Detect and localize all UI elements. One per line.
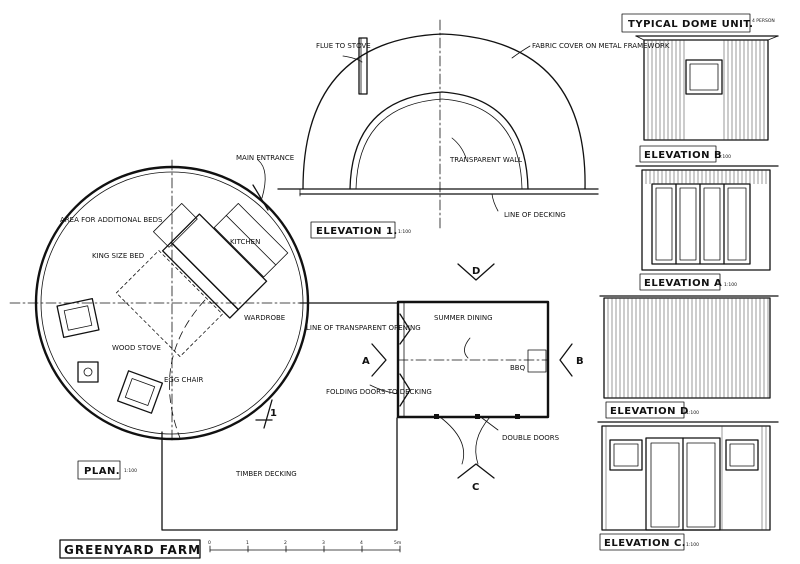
summer-dining-label: SUMMER DINING	[434, 314, 493, 322]
elevation-b-title: ELEVATION B	[644, 150, 722, 161]
elevation-c-scale: 1:100	[686, 542, 699, 548]
section-marker-c-arrow	[457, 463, 495, 479]
scale-bar	[209, 545, 401, 553]
section-marker-a: A	[362, 356, 370, 367]
elevation-a-title-box	[639, 273, 721, 291]
section-marker-d: D	[472, 266, 481, 277]
section-marker-b: B	[576, 356, 584, 367]
flue-label: FLUE TO STOVE	[316, 42, 371, 50]
section-marker-b-arrow	[559, 343, 573, 377]
elevation-b-drawing	[635, 35, 779, 141]
elevation-1-title: ELEVATION 1.	[316, 226, 398, 237]
section-marker-1: 1	[270, 408, 277, 419]
elevation-c-title-box	[599, 533, 685, 551]
typical-dome-title-box	[621, 13, 751, 33]
section-marker-d-arrow	[457, 263, 495, 281]
elevation-b-title-box	[639, 145, 717, 163]
summer-dining-plan	[369, 300, 550, 465]
scale-tick-5: 5m	[394, 540, 401, 546]
king-bed-label: KING SIZE BED	[92, 252, 144, 260]
transparent-wall-label: TRANSPARENT WALL	[449, 156, 522, 164]
wood-stove-label: WOOD STOVE	[112, 344, 161, 352]
additional-beds-label: AREA FOR ADDITIONAL BEDS	[60, 216, 163, 224]
persons-label: 4 PERSON	[752, 18, 775, 24]
transparent-opening-label: LINE OF TRANSPARENT OPENING	[306, 324, 421, 332]
bbq-label: BBQ	[510, 364, 526, 372]
kitchen-label: KITCHEN	[230, 238, 260, 246]
double-doors-label: DOUBLE DOORS	[502, 434, 560, 442]
elevation-1-drawing	[277, 19, 599, 231]
wardrobe-label: WARDROBE	[244, 314, 285, 322]
elevation-d-drawing	[599, 295, 779, 399]
main-entrance-label: MAIN ENTRANCE	[236, 154, 294, 162]
elevation-a-drawing	[635, 165, 779, 271]
elevation-a-scale: 1:100	[724, 282, 737, 288]
folding-doors-label: FOLDING DOORS TO DECKING	[326, 388, 432, 396]
decking-line-label: LINE OF DECKING	[504, 211, 566, 219]
scale-tick-3: 3	[322, 540, 325, 546]
plan-title: PLAN.	[84, 466, 120, 477]
plan-drawing	[9, 159, 398, 531]
elevation-b-scale: 1:100	[718, 154, 731, 160]
project-title-box	[59, 539, 201, 559]
elevation-d-title-box	[605, 401, 685, 419]
scale-tick-1: 1	[246, 540, 249, 546]
plan-title-box	[77, 460, 121, 480]
scale-tick-0: 0	[208, 540, 211, 546]
timber-decking-label: TIMBER DECKING	[235, 470, 297, 478]
project-title: GREENYARD FARM	[64, 543, 201, 557]
elevation-c-drawing	[597, 421, 779, 531]
elevation-a-title: ELEVATION A	[644, 278, 722, 289]
elevation-1-title-box	[310, 221, 396, 239]
plan-scale: 1:100	[124, 468, 137, 474]
elevation-d-title: ELEVATION D	[610, 406, 689, 417]
scale-tick-2: 2	[284, 540, 287, 546]
section-marker-a-arrow	[371, 343, 387, 377]
elevation-1-scale: 1:100	[398, 229, 411, 235]
typical-dome-title: TYPICAL DOME UNIT.	[628, 19, 753, 30]
section-marker-c: C	[472, 482, 480, 493]
egg-chair-label: EGG CHAIR	[164, 376, 204, 384]
elevation-c-title: ELEVATION C.	[604, 538, 686, 549]
fabric-cover-label: FABRIC COVER ON METAL FRAMEWORK	[532, 42, 670, 50]
scale-tick-4: 4	[360, 540, 363, 546]
elevation-d-scale: 1:100	[686, 410, 699, 416]
